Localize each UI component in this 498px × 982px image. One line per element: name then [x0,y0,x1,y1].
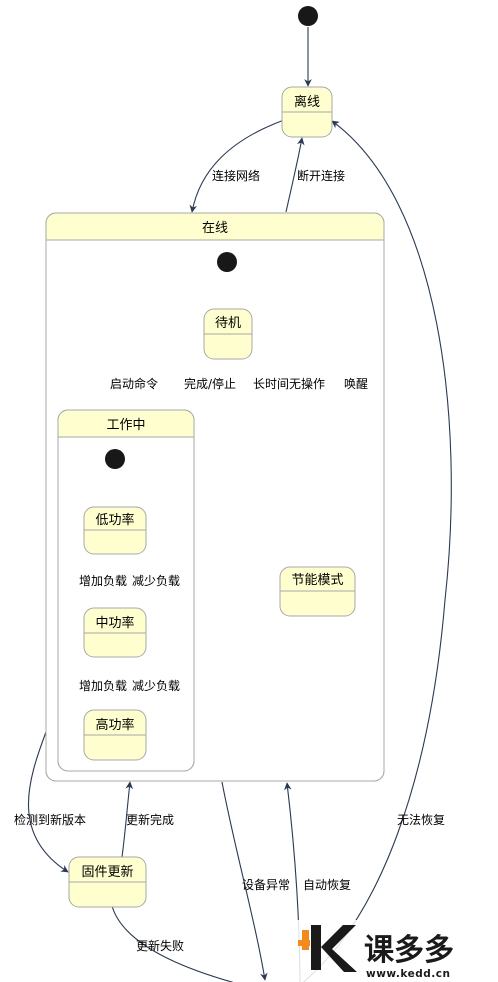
watermark-logo-icon [298,925,357,972]
state-offline[interactable]: 离线 [281,86,333,138]
state-energy-saving-label: 节能模式 [291,573,343,588]
label-decrease-load-2: 减少负载 [132,679,180,693]
watermark-brand: 课多多 [364,933,454,968]
transition-labels: 连接网络 断开连接 启动命令 完成/停止 长时间无操作 唤醒 增加负载 减少负载… [14,168,445,953]
label-decrease-load-1: 减少负载 [132,574,180,588]
label-new-version: 检测到新版本 [14,812,86,827]
label-disconnect: 断开连接 [297,168,345,183]
edge-connect-network [189,119,285,213]
edge-device-error [221,781,268,981]
state-mid-power[interactable]: 中功率 [83,607,147,658]
label-connect-network: 连接网络 [212,168,260,183]
watermark-url: www.kedd.cn [366,968,450,980]
state-high-power-label: 高功率 [95,717,134,733]
label-wake-up: 唤醒 [344,377,368,391]
state-online-label: 在线 [202,221,228,236]
state-firmware-update-label: 固件更新 [81,864,133,880]
state-firmware-update[interactable]: 固件更新 [68,856,147,908]
state-standby[interactable]: 待机 [203,308,253,360]
state-offline-label: 离线 [294,94,320,110]
edge-new-version [27,731,69,873]
watermark: 课多多 www.kedd.cn [295,920,498,982]
label-increase-load-1: 增加负载 [79,574,127,588]
state-standby-label: 待机 [215,316,241,331]
label-idle-long: 长时间无操作 [253,376,325,391]
edge-disconnect [285,137,305,213]
state-working-label: 工作中 [106,418,145,433]
label-done-stop: 完成/停止 [184,376,236,391]
initial-node-top [298,6,318,26]
state-working[interactable]: 工作中 [57,409,195,772]
label-update-failed: 更新失败 [136,938,184,953]
edge-update-done [121,781,134,858]
state-mid-power-label: 中功率 [95,615,134,631]
label-device-error: 设备异常 [242,878,290,892]
label-increase-load-2: 增加负载 [79,679,127,693]
label-unrecoverable: 无法恢复 [397,813,445,827]
state-high-power[interactable]: 高功率 [83,709,147,761]
state-low-power[interactable]: 低功率 [83,506,147,555]
state-low-power-label: 低功率 [95,512,134,528]
label-auto-recover: 自动恢复 [303,878,351,892]
label-start-command: 启动命令 [110,376,158,391]
edge-update-failed [111,905,234,982]
label-update-done: 更新完成 [126,812,174,827]
initial-node-online [217,252,237,272]
edge-unrecoverable [302,120,452,982]
initial-node-working [105,449,125,469]
state-energy-saving[interactable]: 节能模式 [279,566,356,617]
